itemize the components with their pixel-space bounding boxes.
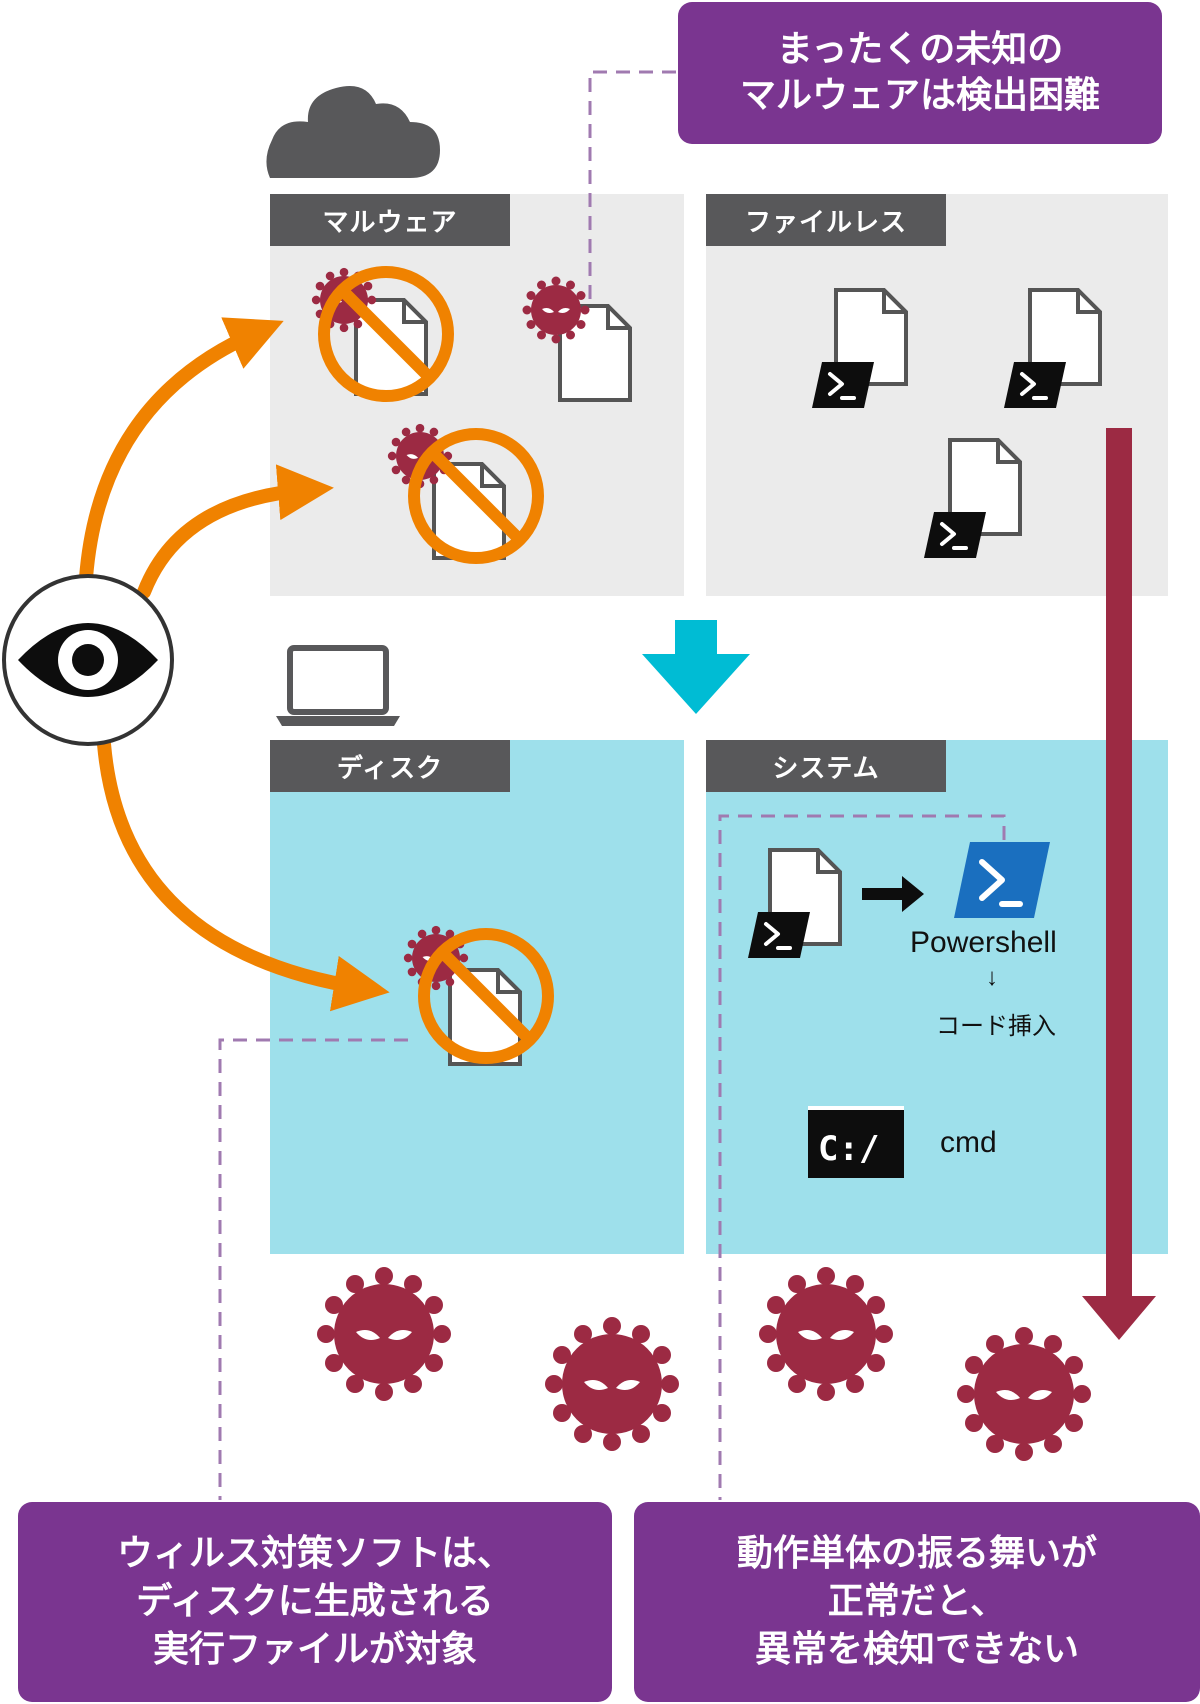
orange-arrow-1 — [79, 317, 284, 585]
blocked-disk-malware — [403, 925, 548, 1066]
callout-top-line2: マルウェアは検出困難 — [739, 75, 1100, 116]
callout-bl-line2: ディスクに生成される — [136, 1581, 494, 1622]
black-arrow — [862, 876, 924, 912]
flow-arrow-glyph: ↓ — [986, 964, 998, 991]
unknown-malware — [522, 276, 632, 402]
cmd-prompt-text: C:/ — [818, 1129, 879, 1169]
callout-bl-line1: ウィルス対策ソフトは、 — [116, 1533, 513, 1574]
powershell-label: Powershell — [910, 926, 1057, 959]
powershell-icon — [954, 842, 1050, 918]
blocked-malware-1 — [311, 268, 448, 396]
callout-top-line1: まったくの未知の — [776, 29, 1064, 70]
fileless-doc-2 — [1002, 288, 1102, 410]
maroon-down-arrow — [1082, 428, 1156, 1340]
virus-icon — [317, 1267, 451, 1401]
virus-icon — [759, 1267, 893, 1401]
laptop-icon — [276, 645, 400, 726]
callout-unknown-malware: まったくの未知の マルウェアは検出困難 — [678, 2, 1162, 144]
code-injection-label: コード挿入 — [936, 1013, 1056, 1040]
system-panel — [706, 740, 1168, 1254]
tab-fileless: ファイルレス — [706, 194, 946, 246]
orange-arrow-3 — [97, 737, 390, 1012]
orange-arrow-2 — [137, 464, 334, 599]
connector-bottom-right — [718, 814, 1006, 1500]
cmd-label: cmd — [940, 1126, 997, 1159]
connector-bottom-left — [218, 1038, 408, 1500]
cmd-icon: C:/ — [808, 1106, 904, 1178]
callout-antivirus: ウィルス対策ソフトは、 ディスクに生成される 実行ファイルが対象 — [18, 1502, 612, 1702]
system-script-doc — [746, 848, 842, 960]
cloud-icon — [266, 86, 440, 178]
callout-bl-line3: 実行ファイルが対象 — [152, 1629, 477, 1670]
callout-behavior: 動作単体の振る舞いが 正常だと、 異常を検知できない — [634, 1502, 1200, 1702]
fileless-doc-1 — [810, 288, 908, 410]
callout-br-line2: 正常だと、 — [827, 1581, 1007, 1622]
virus-icon — [545, 1317, 679, 1451]
blocked-malware-2 — [387, 423, 538, 558]
eye-icon — [2, 574, 174, 746]
callout-br-line1: 動作単体の振る舞いが — [736, 1533, 1097, 1574]
callout-br-line3: 異常を検知できない — [754, 1629, 1079, 1670]
fileless-doc-3 — [922, 438, 1022, 560]
connector-top — [588, 70, 676, 300]
tab-malware: マルウェア — [270, 194, 510, 246]
virus-icon — [957, 1327, 1091, 1461]
cyan-down-arrow — [642, 620, 750, 714]
tab-disk: ディスク — [270, 740, 510, 792]
tab-system: システム — [706, 740, 946, 792]
